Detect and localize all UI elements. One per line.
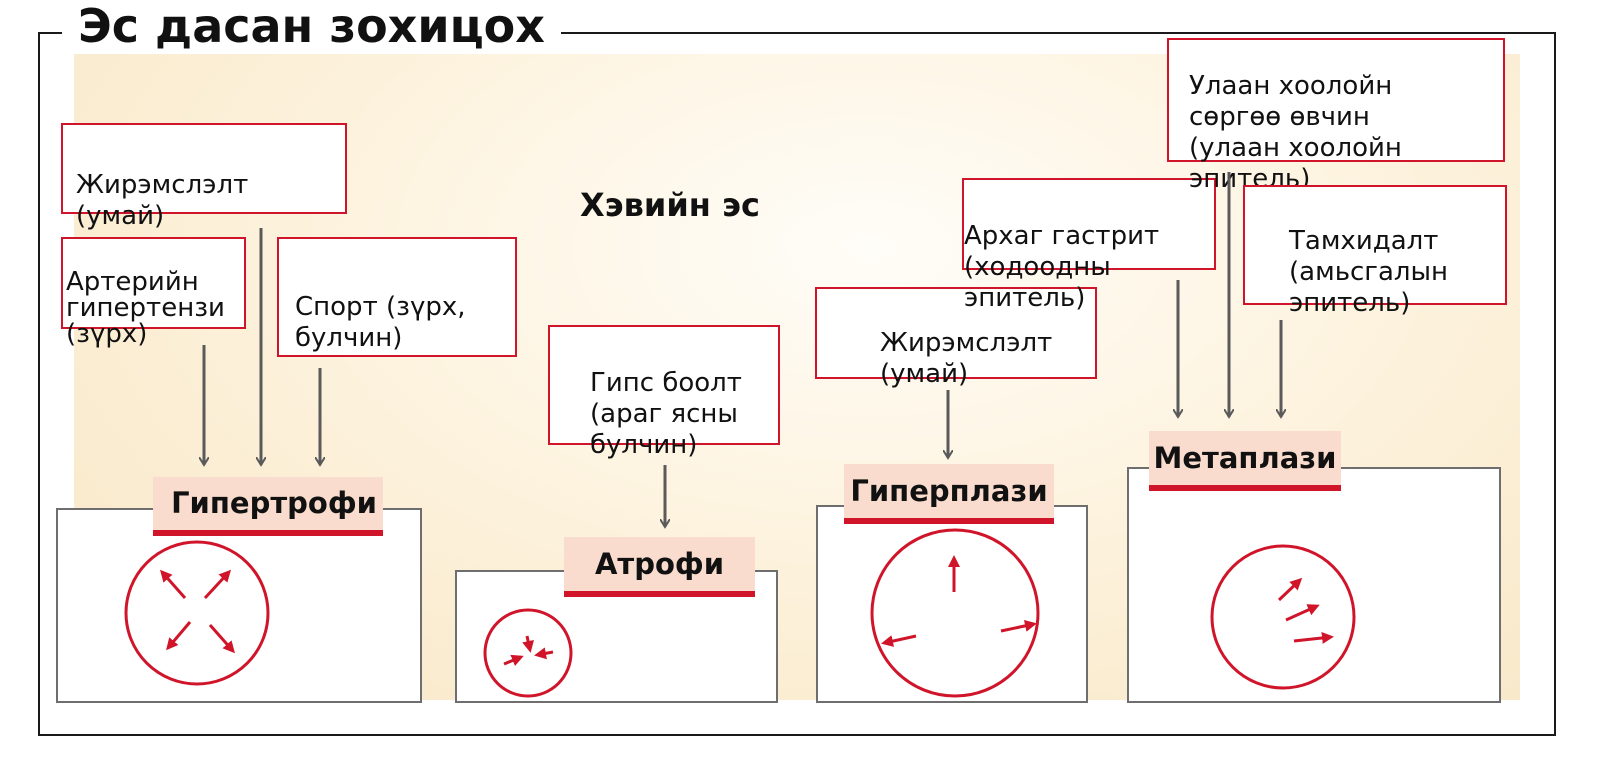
atrophy-tag: Атрофи [564, 537, 755, 597]
normal-cell-label: Хэвийн эс [580, 186, 760, 224]
cause-text-chronic-gastritis: Архаг гастрит (ходоодны эпитель) [964, 221, 1160, 313]
cause-box-esophagus-reflux: Улаан хоолойн сөргөө өвчин (улаан хоолой… [1167, 38, 1505, 194]
cause-box-arterial-hypertension: Артерийн гипертензи (зүрх) [61, 237, 246, 347]
cause-text-smoking: Тамхидалт (амьсгалын эпитель) [1289, 226, 1449, 318]
hypertrophy-panel [56, 508, 422, 703]
cause-text-esophagus-reflux: Улаан хоолойн сөргөө өвчин (улаан хоолой… [1189, 71, 1402, 194]
cause-box-obesity-uterus-2: Жирэмслэлт (умай) [815, 287, 1097, 389]
cause-box-sport: Спорт (зүрх, булчин) [277, 237, 517, 357]
hyperplasia-panel [816, 505, 1088, 703]
cause-text-sport: Спорт (зүрх, булчин) [295, 292, 466, 353]
hyperplasia-tag: Гиперплази [844, 464, 1054, 524]
metaplasia-tag: Метаплази [1149, 431, 1341, 491]
diagram-frame [38, 32, 1556, 736]
cause-box-chronic-gastritis: Архаг гастрит (ходоодны эпитель) [962, 178, 1216, 313]
hypertrophy-tag: Гипертрофи [153, 477, 383, 536]
cause-box-obesity-uterus-1: Жирэмслэлт (умай) [61, 123, 347, 231]
cause-box-cast: Гипс боолт (араг ясны булчин) [548, 325, 780, 460]
cause-text-arterial-hypertension: Артерийн гипертензи (зүрх) [66, 267, 225, 349]
metaplasia-panel [1127, 467, 1501, 703]
cause-box-smoking: Тамхидалт (амьсгалын эпитель) [1243, 185, 1507, 318]
cause-text-obesity-uterus-2: Жирэмслэлт (умай) [880, 328, 1053, 389]
diagram-title: Эс дасан зохицох [62, 0, 561, 52]
cause-text-obesity-uterus-1: Жирэмслэлт (умай) [76, 170, 249, 231]
cause-text-cast: Гипс боолт (араг ясны булчин) [590, 368, 742, 460]
